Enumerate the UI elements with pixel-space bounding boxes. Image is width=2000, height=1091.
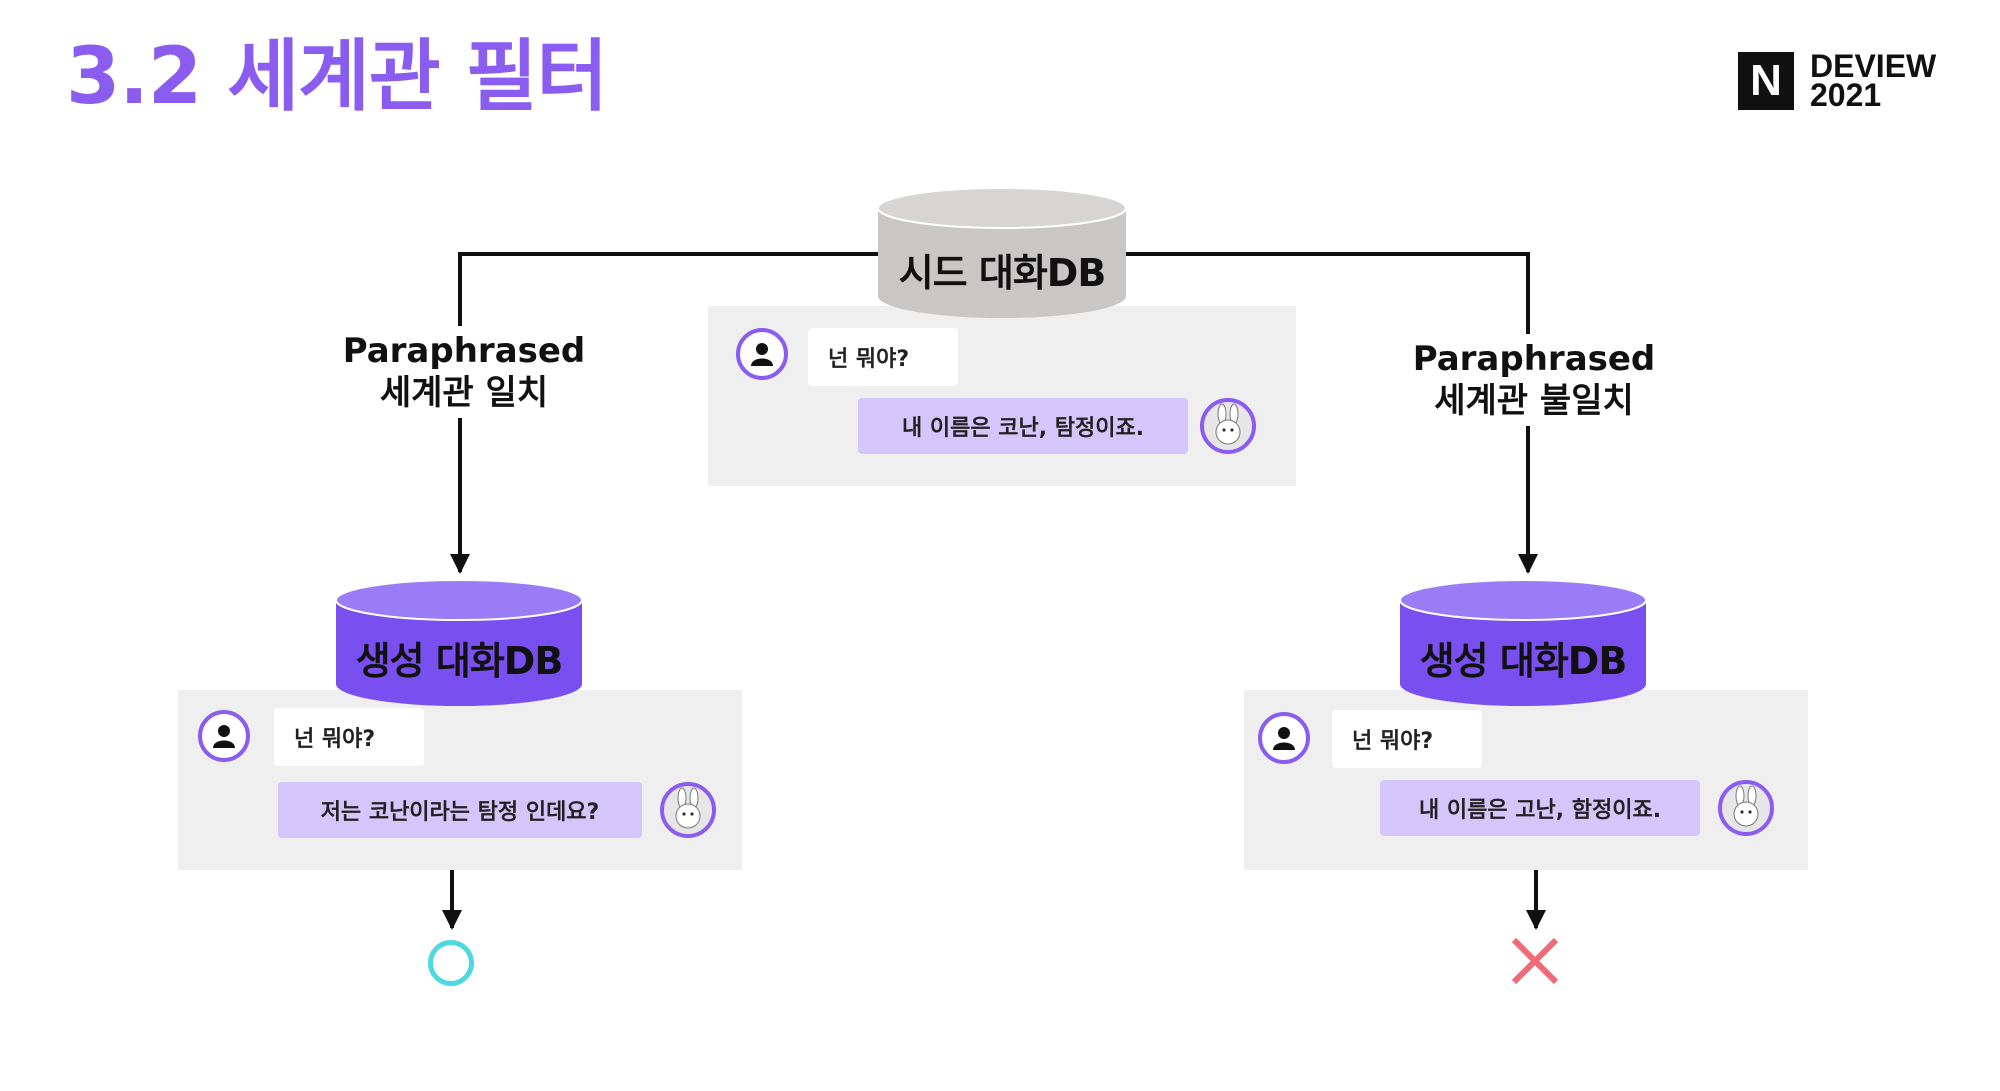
- left-edge-line1: Paraphrased: [342, 331, 586, 371]
- user-avatar-icon: [1258, 712, 1310, 764]
- logo-line1: DEVIEW: [1810, 48, 1937, 84]
- database-icon: [335, 579, 583, 706]
- database-icon: [1399, 579, 1647, 706]
- naver-logo-icon: N: [1738, 52, 1794, 110]
- bot-message: 저는 코난이라는 탐정 인데요?: [278, 782, 642, 838]
- database-icon: [877, 187, 1127, 318]
- slide-title: 3.2 세계관 필터: [66, 32, 608, 122]
- right-chat-panel: 넌 뭐야? 내 이름은 고난, 함정이죠.: [1244, 690, 1808, 870]
- right-generated-db-label: 생성 대화DB: [1419, 639, 1628, 683]
- bot-avatar-icon: [1718, 780, 1774, 836]
- right-connector: [1124, 252, 1538, 574]
- right-generated-db-cylinder: 생성 대화DB: [1398, 578, 1648, 708]
- left-connector: [450, 252, 880, 574]
- right-edge-line2: 세계관 불일치: [1434, 381, 1634, 421]
- bot-avatar-icon: [1200, 398, 1256, 454]
- left-generated-db-label: 생성 대화DB: [355, 639, 564, 683]
- right-edge-line1: Paraphrased: [1412, 339, 1656, 379]
- pass-circle-icon: [428, 940, 474, 986]
- right-edge-label: Paraphrased 세계관 불일치: [1392, 334, 1676, 426]
- user-message: 넌 뭐야?: [274, 708, 424, 766]
- left-generated-db-cylinder: 생성 대화DB: [334, 578, 584, 708]
- left-chat-panel: 넌 뭐야? 저는 코난이라는 탐정 인데요?: [178, 690, 742, 870]
- user-avatar-icon: [736, 328, 788, 380]
- user-message: 넌 뭐야?: [808, 328, 958, 386]
- seed-chat-panel: 넌 뭐야? 내 이름은 코난, 탐정이죠.: [708, 306, 1296, 486]
- seed-db-cylinder: 시드 대화DB: [876, 186, 1128, 322]
- fail-x-icon: [1511, 937, 1559, 985]
- seed-db-label: 시드 대화DB: [898, 251, 1107, 295]
- logo-text: DEVIEW 2021: [1810, 48, 1937, 113]
- bot-avatar-icon: [660, 782, 716, 838]
- user-message: 넌 뭐야?: [1332, 710, 1482, 768]
- logo-line2: 2021: [1810, 77, 1882, 113]
- bot-message: 내 이름은 코난, 탐정이죠.: [858, 398, 1188, 454]
- left-edge-line2: 세계관 일치: [379, 373, 549, 413]
- left-edge-label: Paraphrased 세계관 일치: [326, 326, 602, 418]
- bot-message: 내 이름은 고난, 함정이죠.: [1380, 780, 1700, 836]
- user-avatar-icon: [198, 710, 250, 762]
